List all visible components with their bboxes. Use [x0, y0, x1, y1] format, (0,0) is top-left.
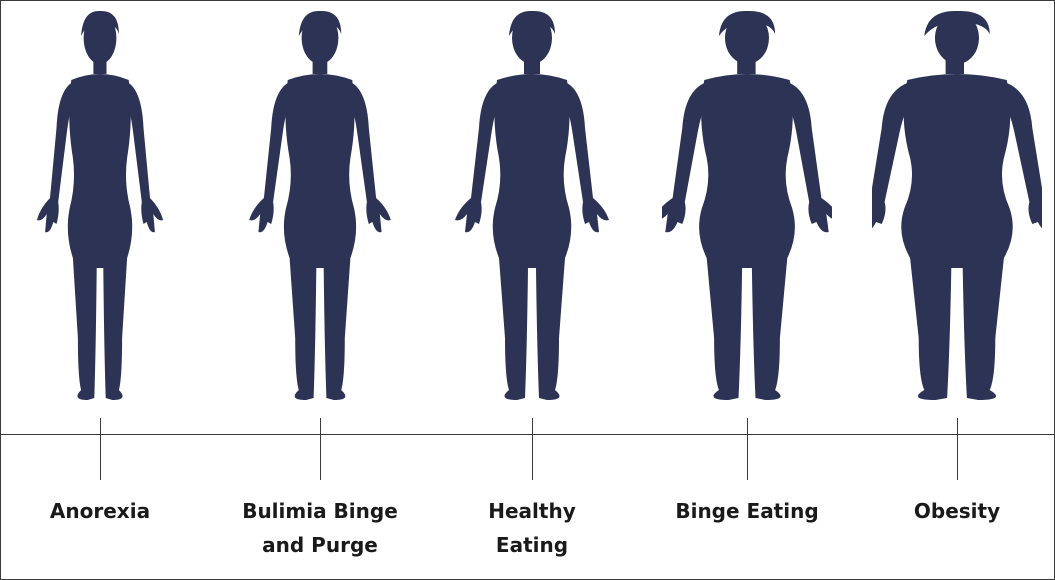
figure-label-binge: Binge Eating: [642, 494, 852, 528]
label-tick: [747, 418, 748, 480]
label-tick: [100, 418, 101, 480]
human-silhouette-icon: [662, 8, 832, 403]
spectrum-axis-line: [0, 434, 1055, 435]
human-silhouette-icon: [235, 8, 405, 403]
label-tick: [957, 418, 958, 480]
label-tick: [532, 418, 533, 480]
figure-label-anorexia: Anorexia: [0, 494, 205, 528]
human-silhouette-icon: [872, 8, 1042, 403]
figure-label-line: and Purge: [215, 528, 425, 562]
figure-label-line: Healthy: [427, 494, 637, 528]
human-silhouette-icon: [447, 8, 617, 403]
human-silhouette-icon: [15, 8, 185, 403]
figure-label-line: Obesity: [852, 494, 1055, 528]
figure-label-line: Binge Eating: [642, 494, 852, 528]
label-tick: [320, 418, 321, 480]
figure-label-obesity: Obesity: [852, 494, 1055, 528]
figure-label-line: Bulimia Binge: [215, 494, 425, 528]
figure-label-line: Anorexia: [0, 494, 205, 528]
figure-label-line: Eating: [427, 528, 637, 562]
